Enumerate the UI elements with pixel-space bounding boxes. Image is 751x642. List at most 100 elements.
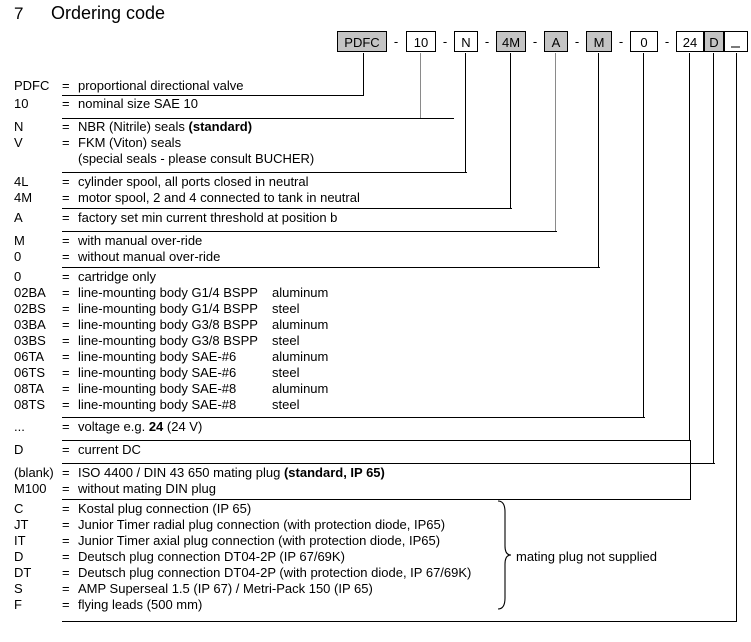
spec-row-description: Kostal plug connection (IP 65) bbox=[78, 501, 252, 516]
spec-row: F=flying leads (500 mm) bbox=[0, 597, 751, 613]
connector-elbow bbox=[453, 172, 467, 173]
spec-row-description: factory set min current threshold at pos… bbox=[78, 210, 338, 225]
code-connector-line bbox=[555, 53, 556, 231]
spec-row-material: steel bbox=[272, 397, 300, 412]
spec-row: JT=Junior Timer radial plug connection (… bbox=[0, 517, 751, 533]
spec-row: 0=cartridge only bbox=[0, 269, 751, 285]
spec-row: D=Deutsch plug connection DT04-2P (IP 67… bbox=[0, 549, 751, 565]
code-box-4m[interactable]: 4M bbox=[496, 31, 526, 52]
spec-row: V=FKM (Viton) seals bbox=[0, 135, 751, 151]
group-separator-rule bbox=[62, 208, 498, 209]
code-box-blank[interactable] bbox=[724, 31, 748, 52]
code-box-24[interactable]: 24 bbox=[676, 31, 704, 52]
spec-row-description-emphasis: 24 bbox=[148, 419, 164, 434]
code-box-n[interactable]: N bbox=[454, 31, 478, 52]
spec-row-description: AMP Superseal 1.5 (IP 67) / Metri-Pack 1… bbox=[78, 581, 373, 596]
spec-row-description: line-mounting body SAE-#8 bbox=[78, 397, 237, 412]
code-connector-line bbox=[643, 53, 644, 417]
group-separator-rule bbox=[62, 499, 691, 500]
spec-row-equals: = bbox=[62, 565, 70, 580]
spec-row-equals: = bbox=[62, 174, 70, 189]
connector-elbow bbox=[646, 463, 715, 464]
code-separator-dash: - bbox=[664, 34, 670, 49]
spec-row-description-emphasis: (standard) bbox=[188, 119, 253, 134]
code-box-d[interactable]: D bbox=[704, 31, 724, 52]
group-separator-rule bbox=[62, 267, 556, 268]
spec-row-equals: = bbox=[62, 481, 70, 496]
spec-row-equals: = bbox=[62, 233, 70, 248]
spec-row-code: M bbox=[14, 233, 25, 248]
spec-row: IT=Junior Timer axial plug connection (w… bbox=[0, 533, 751, 549]
spec-row-code: PDFC bbox=[14, 78, 50, 93]
code-box-0[interactable]: 0 bbox=[630, 31, 658, 52]
spec-row-code: D bbox=[14, 442, 24, 457]
code-separator-dash: - bbox=[618, 34, 624, 49]
group-separator-rule bbox=[62, 95, 364, 96]
code-connector-line bbox=[598, 53, 599, 267]
code-separator-dash: - bbox=[532, 34, 538, 49]
spec-row-equals: = bbox=[62, 249, 70, 264]
spec-row: ...=voltage e.g. 24 (24 V) bbox=[0, 419, 751, 435]
spec-row-equals: = bbox=[62, 597, 70, 612]
spec-row-equals: = bbox=[62, 397, 70, 412]
spec-row-description: FKM (Viton) seals bbox=[78, 135, 182, 150]
spec-row-code: D bbox=[14, 549, 24, 564]
spec-row-equals: = bbox=[62, 419, 70, 434]
spec-row-code: 06TS bbox=[14, 365, 46, 380]
code-box-10[interactable]: 10 bbox=[406, 31, 436, 52]
spec-row-code: DT bbox=[14, 565, 32, 580]
code-connector-line bbox=[510, 53, 511, 208]
code-connector-line bbox=[713, 53, 714, 463]
spec-row-description: nominal size SAE 10 bbox=[78, 96, 198, 111]
spec-row-code: M100 bbox=[14, 481, 47, 496]
spec-row-code: V bbox=[14, 135, 23, 150]
spec-row-description: flying leads (500 mm) bbox=[78, 597, 203, 612]
connector-elbow bbox=[421, 118, 454, 119]
spec-row-description: line-mounting body G3/8 BSPP bbox=[78, 333, 258, 348]
spec-row: 10=nominal size SAE 10 bbox=[0, 96, 751, 112]
group-separator-rule bbox=[62, 417, 608, 418]
spec-row-material: aluminum bbox=[272, 317, 329, 332]
spec-row: M100=without mating DIN plug bbox=[0, 481, 751, 497]
spec-row-code: 06TA bbox=[14, 349, 45, 364]
group-separator-rule bbox=[62, 172, 453, 173]
spec-row: N=NBR (Nitrile) seals (standard) bbox=[0, 119, 751, 135]
spec-row-material: aluminum bbox=[272, 285, 329, 300]
spec-row-equals: = bbox=[62, 517, 70, 532]
spec-row-code: JT bbox=[14, 517, 29, 532]
spec-row-description: motor spool, 2 and 4 connected to tank i… bbox=[78, 190, 360, 205]
spec-row: A=factory set min current threshold at p… bbox=[0, 210, 751, 226]
code-connector-line bbox=[363, 53, 364, 95]
brace-note-label: mating plug not supplied bbox=[516, 549, 657, 564]
spec-row: C=Kostal plug connection (IP 65) bbox=[0, 501, 751, 517]
spec-row-description: (special seals - please consult BUCHER) bbox=[78, 151, 315, 166]
spec-row-description: line-mounting body SAE-#6 bbox=[78, 365, 237, 380]
spec-row-code: 02BS bbox=[14, 301, 46, 316]
code-box-a[interactable]: A bbox=[544, 31, 568, 52]
spec-row-equals: = bbox=[62, 78, 70, 93]
spec-row-code: IT bbox=[14, 533, 26, 548]
spec-row-code: 03BS bbox=[14, 333, 46, 348]
spec-row-equals: = bbox=[62, 381, 70, 396]
code-box-m[interactable]: M bbox=[586, 31, 612, 52]
brace-icon bbox=[496, 500, 512, 610]
spec-row-description: without manual over-ride bbox=[78, 249, 221, 264]
spec-row-equals: = bbox=[62, 96, 70, 111]
spec-row-equals: = bbox=[62, 549, 70, 564]
code-connector-line bbox=[420, 53, 421, 118]
spec-row-code: C bbox=[14, 501, 24, 516]
spec-row-code: 03BA bbox=[14, 317, 46, 332]
spec-row-description: line-mounting body G1/4 BSPP bbox=[78, 285, 258, 300]
connector-elbow bbox=[498, 208, 512, 209]
connector-elbow bbox=[646, 440, 691, 441]
code-box-pdfc[interactable]: PDFC bbox=[337, 31, 387, 52]
spec-row-code bbox=[14, 151, 60, 167]
spec-row-equals: = bbox=[62, 333, 70, 348]
spec-row-description: cylinder spool, all ports closed in neut… bbox=[78, 174, 309, 189]
spec-row-code: (blank) bbox=[14, 465, 54, 480]
spec-row-code: 08TA bbox=[14, 381, 45, 396]
spec-row-description-emphasis: (standard, IP 65) bbox=[283, 465, 385, 480]
spec-row-code: 0 bbox=[14, 249, 22, 264]
